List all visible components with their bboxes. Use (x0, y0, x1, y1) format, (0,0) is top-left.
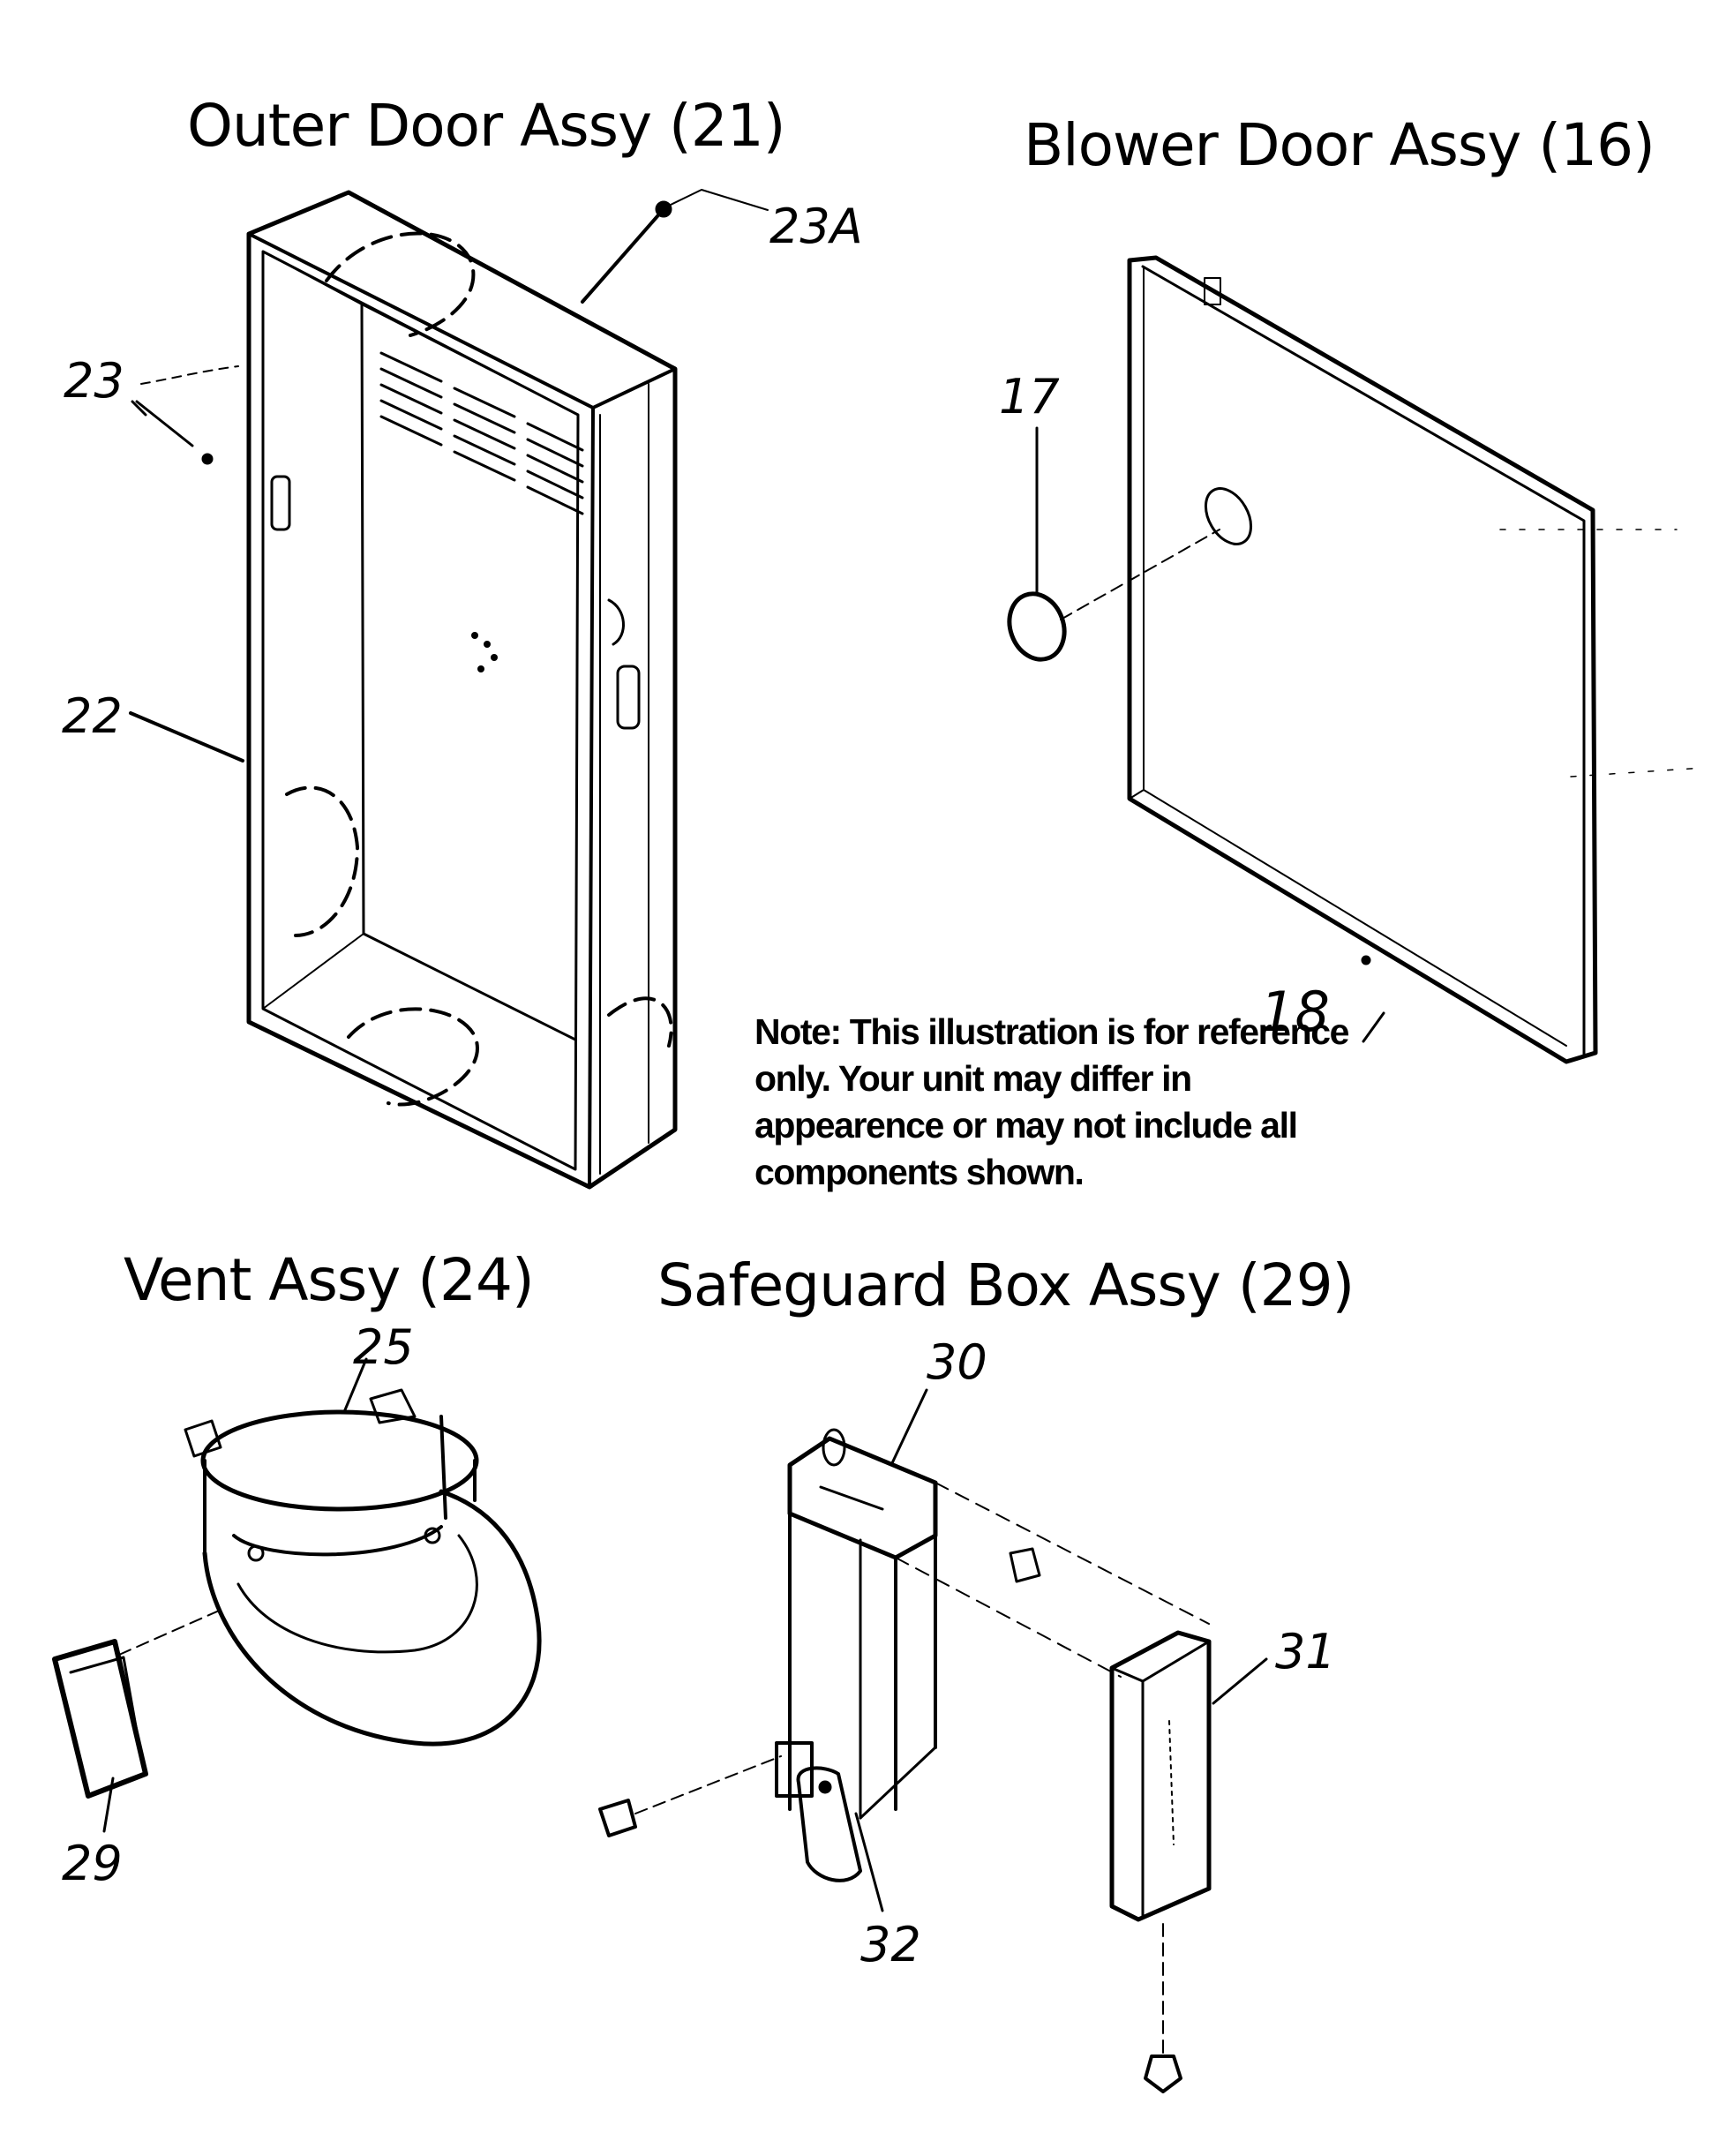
callout-31: 31 (1275, 1624, 1336, 1679)
outer-door-louvers (381, 353, 582, 514)
limit-switch-32 (799, 1768, 860, 1880)
reference-note: Note: This illustration is for reference… (754, 1011, 1349, 1192)
callout-17: 17 (999, 369, 1060, 424)
vent-assy-title: Vent Assy (24) (124, 1246, 535, 1314)
callout-23a: 23A (769, 199, 863, 254)
callout-22: 22 (62, 688, 123, 744)
outer-door-knockouts (287, 233, 672, 1104)
callout-29: 29 (62, 1836, 123, 1891)
callout-23: 23 (64, 353, 124, 409)
safeguard-cover-31 (1112, 1633, 1209, 1919)
vent-switch-29 (55, 1641, 146, 1796)
callout-25: 25 (353, 1319, 414, 1375)
safeguard-box-assy-title: Safeguard Box Assy (29) (657, 1251, 1355, 1319)
blower-door-assy-title: Blower Door Assy (16) (1024, 111, 1655, 179)
safeguard-box-assembly (600, 1390, 1266, 2092)
vent-assembly (55, 1359, 539, 1831)
outer-door-assy-title: Outer Door Assy (21) (187, 92, 786, 160)
screw-23 (203, 454, 212, 463)
callout-30: 30 (927, 1334, 987, 1390)
blower-door-assembly (1001, 258, 1703, 1062)
outer-door-assembly (131, 190, 768, 1187)
hole-plug-17 (1001, 586, 1073, 667)
callout-18: 18 (1260, 980, 1330, 1044)
callout-32: 32 (860, 1917, 921, 1972)
